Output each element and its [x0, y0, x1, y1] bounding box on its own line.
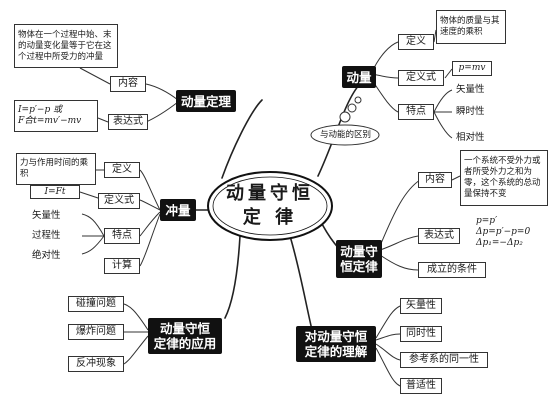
conservation-condition: 成立的条件 — [418, 262, 486, 278]
momentum-formula: p=mv — [452, 61, 492, 76]
application-item-1: 碰撞问题 — [68, 296, 124, 312]
application-title: 动量守恒 定律的应用 — [148, 318, 222, 354]
understanding-title: 对动量守恒 定律的理解 — [296, 326, 376, 362]
theorem-expr-line1: I=p′−p 或 — [18, 105, 63, 115]
impulse-feature-1: 矢量性 — [32, 210, 61, 221]
understanding-item-2: 同时性 — [400, 326, 442, 342]
conservation-expr-line1: p=p′ — [476, 216, 498, 226]
branch-center-theorem — [221, 99, 263, 179]
momentum-def-label: 定义 — [398, 34, 434, 50]
conservation-expr-label: 表达式 — [418, 228, 460, 244]
understanding-item-3: 参考系的同一性 — [400, 352, 488, 368]
momentum-formula-label: 定义式 — [398, 70, 444, 86]
conservation-expr: p=p′ Δp=p′−p=0 Δp₁=−Δp₂ — [476, 216, 552, 252]
impulse-title: 冲量 — [160, 199, 196, 221]
impulse-feature-3: 绝对性 — [32, 250, 61, 261]
conservation-title-line2: 恒定律 — [340, 259, 378, 274]
center-ellipse — [207, 171, 333, 241]
understanding-item-1: 矢量性 — [400, 298, 442, 314]
impulse-feature-2: 过程性 — [32, 230, 61, 241]
impulse-formula: I=Ft — [30, 185, 80, 199]
application-item-2: 爆炸问题 — [68, 324, 124, 340]
momentum-feature-2: 瞬时性 — [456, 106, 485, 117]
momentum-feature-label: 特点 — [398, 104, 434, 120]
momentum-def-text: 物体的质量与其速度的乘积 — [436, 10, 506, 44]
conservation-title: 动量守 恒定律 — [336, 240, 382, 278]
center-title-line2: 定 律 — [242, 207, 298, 228]
impulse-def-label: 定义 — [104, 162, 140, 178]
impulse-formula-label: 定义式 — [98, 193, 140, 209]
understanding-title-line2: 定律的理解 — [304, 344, 368, 359]
branch-center-understanding — [289, 235, 313, 331]
impulse-def-text: 力与作用时间的乘积 — [16, 153, 96, 185]
theorem-title: 动量定理 — [176, 90, 236, 112]
momentum-feature-1: 矢量性 — [456, 84, 485, 95]
theorem-content-text: 物体在一个过程中始、末的动量变化量等于它在这个过程中所受力的冲量 — [14, 24, 118, 68]
center-title-line1: 动量守恒 — [226, 183, 314, 204]
application-item-3: 反冲现象 — [68, 356, 124, 372]
impulse-feature-label: 特点 — [104, 228, 140, 244]
application-title-line2: 定律的应用 — [153, 336, 217, 351]
momentum-feature-3: 相对性 — [456, 132, 485, 143]
conservation-title-line1: 动量守 — [340, 244, 378, 259]
theorem-content-label: 内容 — [110, 76, 146, 92]
application-title-line1: 动量守恒 — [159, 321, 210, 336]
conservation-content-text: 一个系统不受外力或者所受外力之和为零，这个系统的总动量保持不变 — [460, 150, 548, 206]
center-title: 动量守恒 定 律 — [218, 182, 322, 230]
conservation-expr-line3: Δp₁=−Δp₂ — [476, 238, 523, 248]
theorem-expr-line2: F合t=mv′−mv — [18, 116, 82, 126]
momentum-title: 动量 — [342, 66, 376, 88]
momentum-kinetic-note: 与动能的区别 — [320, 130, 372, 140]
impulse-calc-label: 计算 — [104, 258, 140, 274]
conservation-expr-line2: Δp=p′−p=0 — [476, 227, 531, 237]
understanding-item-4: 普适性 — [400, 378, 442, 394]
branch-center-application — [224, 235, 241, 319]
theorem-expr-label: 表达式 — [108, 114, 148, 130]
conservation-content-label: 内容 — [418, 172, 452, 188]
branch-center-momentum — [317, 83, 361, 177]
understanding-title-line1: 对动量守恒 — [304, 329, 368, 344]
theorem-expr: I=p′−p 或 F合t=mv′−mv — [14, 100, 98, 132]
